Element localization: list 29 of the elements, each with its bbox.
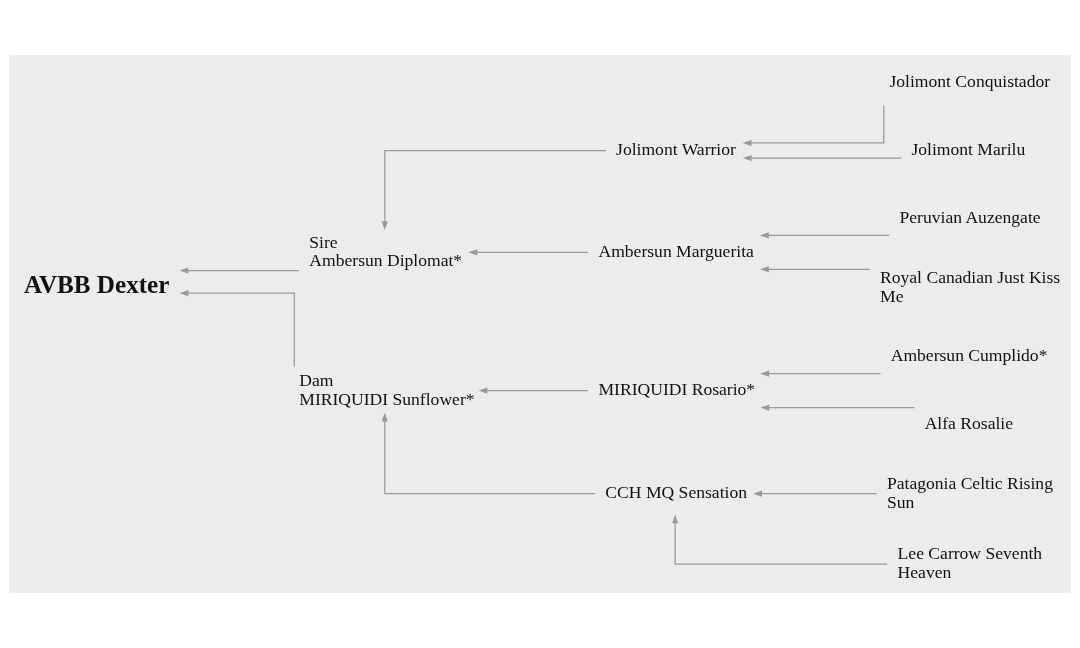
node-text: Dam MIRIQUIDI Sunflower* [299,369,475,409]
arrow [478,387,589,394]
arrow [381,412,596,495]
node-text: Ambersun Cumplido* [890,345,1048,366]
node-text: Royal Canadian Just Kiss Me [880,266,1061,306]
node-text: AVBB Dexter [24,270,170,298]
node-text: Lee Carrow Seventh Heaven [897,543,1043,583]
node-text: Peruvian Auzengate [899,207,1041,228]
arrow [468,249,589,256]
node-text: Jolimont Conquistador [889,71,1051,92]
node-text: MIRIQUIDI Rosario* [598,379,756,400]
arrow [672,514,888,565]
arrow [742,104,885,147]
node-text: Ambersun Marguerita [598,241,754,261]
node-text: Jolimont Marilu [911,139,1026,160]
arrow [760,404,915,411]
arrow [760,370,882,377]
arrow [753,490,878,497]
arrow [179,290,295,368]
node-text: Sire Ambersun Diplomat* [309,231,463,271]
node-text: Alfa Rosalie [924,413,1013,434]
arrow [179,267,300,274]
arrow [760,266,871,273]
node-text: Patagonia Celtic Rising Sun [886,472,1053,512]
arrow [759,232,890,239]
node-text: Jolimont Warrior [616,139,736,160]
node-text: CCH MQ Sensation [605,482,747,503]
arrow [381,149,607,231]
arrow [742,155,902,162]
